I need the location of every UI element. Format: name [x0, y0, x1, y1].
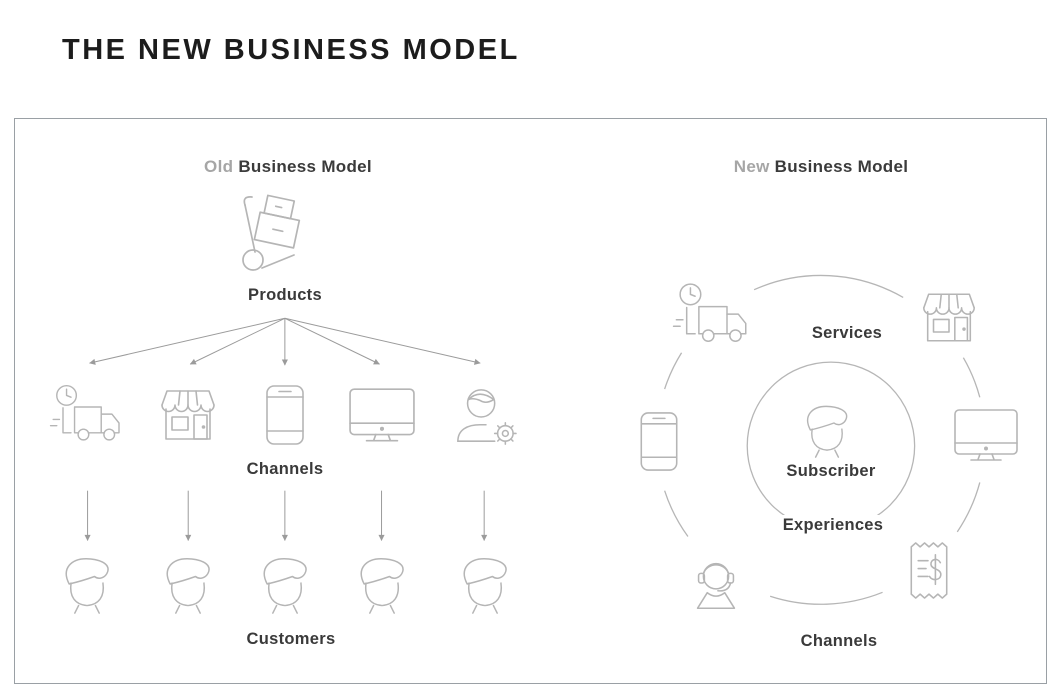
- storefront-icon: [156, 385, 220, 445]
- old-model-heading-muted: Old: [204, 157, 234, 176]
- storefront-icon: [918, 288, 980, 347]
- connector-overlay: [84, 274, 981, 605]
- hand-truck-icon: [232, 191, 322, 277]
- customer-head-icon: [454, 554, 516, 614]
- support-headset-agent-icon: [686, 553, 746, 615]
- customer-head-icon: [351, 554, 413, 614]
- channels-label-old: Channels: [246, 460, 324, 478]
- fast-delivery-truck-icon: [44, 383, 130, 447]
- smartphone-icon: [639, 411, 679, 472]
- products-label: Products: [248, 286, 322, 304]
- customer-head-icon: [254, 554, 316, 614]
- desktop-monitor-icon: [953, 408, 1019, 466]
- customer-head-icon: [56, 554, 118, 614]
- customer-head-icon: [157, 554, 219, 614]
- subscriber-head-icon: [799, 402, 855, 458]
- desktop-monitor-icon: [348, 387, 416, 447]
- diagram-panel: Old Business Model Products Channels Cus…: [14, 118, 1047, 684]
- services-label: Services: [811, 324, 883, 342]
- new-model-heading-muted: New: [733, 157, 770, 176]
- orbit-circle: [664, 274, 981, 605]
- products-to-channels-arrows: [89, 317, 481, 366]
- subscriber-label: Subscriber: [786, 462, 876, 480]
- new-model-heading-bold: Business Model: [774, 157, 909, 176]
- old-model-heading-bold: Business Model: [238, 157, 372, 176]
- service-agent-gear-icon: [450, 385, 520, 447]
- customers-label: Customers: [246, 630, 336, 648]
- page-title: THE NEW BUSINESS MODEL: [62, 34, 520, 66]
- old-model-heading: Old Business Model: [204, 157, 372, 177]
- experiences-label: Experiences: [774, 515, 892, 535]
- fast-delivery-truck-icon: [667, 281, 757, 349]
- new-model-heading: New Business Model: [734, 157, 909, 177]
- channels-label-new: Channels: [800, 632, 878, 650]
- channels-to-customers-arrows: [84, 490, 488, 541]
- receipt-dollar-icon: [904, 538, 954, 603]
- smartphone-icon: [265, 384, 305, 446]
